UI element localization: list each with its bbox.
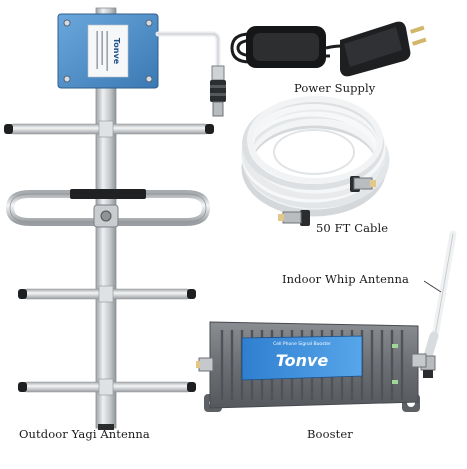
booster-port-inside (411, 353, 427, 368)
cable-connector (350, 176, 376, 192)
indoor-antenna-caption: Indoor Whip Antenna (282, 272, 409, 286)
n-connector (210, 65, 226, 117)
signal-booster: Cell Phone Signal Booster Tonve (196, 321, 427, 412)
yagi-antenna: Tonve (4, 7, 226, 430)
coaxial-cable-coil (241, 96, 390, 226)
whip-leader-line (423, 280, 442, 293)
booster-port-outside (196, 357, 214, 372)
cable-caption: 50 FT Cable (316, 221, 389, 235)
yagi-element (18, 378, 196, 396)
outdoor-antenna-caption: Outdoor Yagi Antenna (19, 427, 150, 441)
power-supply-caption: Power Supply (294, 81, 376, 95)
yagi-driven-element (5, 189, 211, 228)
antenna-mount-plate: Tonve (57, 13, 159, 89)
power-supply (230, 21, 427, 77)
cable-connector (278, 210, 310, 226)
plate-logo: Tonve (112, 38, 121, 65)
booster-logo: Tonve (276, 351, 329, 370)
yagi-jumper-cable (155, 31, 221, 69)
yagi-element (4, 120, 214, 138)
booster-label: Cell Phone Signal Booster Tonve (241, 335, 363, 381)
yagi-element (18, 285, 196, 303)
booster-subtitle: Cell Phone Signal Booster (273, 341, 331, 347)
booster-caption: Booster (307, 427, 353, 441)
